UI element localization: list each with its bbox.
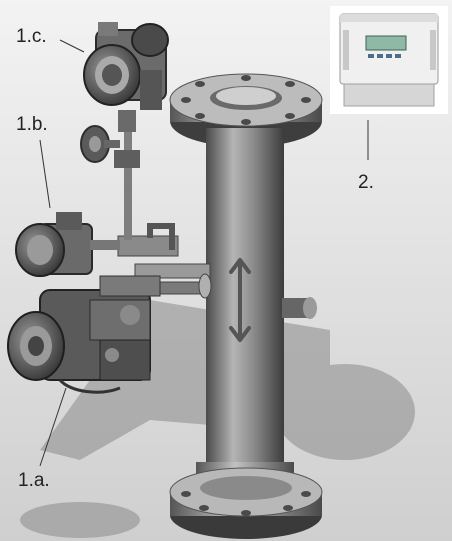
flowmeter-pipe (169, 73, 323, 539)
label-transmitter-1b: 1.b. (16, 114, 48, 135)
label-transmitter-1c: 1.c. (16, 26, 47, 47)
valve-handwheel (80, 125, 120, 163)
impulse-lines (114, 110, 212, 299)
callout-leaders (39, 39, 369, 467)
label-transmitter-1a: 1.a. (18, 470, 50, 491)
label-controller-2: 2. (358, 172, 374, 193)
controller-inset (330, 6, 448, 114)
transmitter-bottom (7, 275, 161, 394)
double-arrow-vertical-icon (229, 258, 251, 342)
transmitter-middle (15, 212, 120, 277)
transmitter-top (83, 22, 169, 110)
